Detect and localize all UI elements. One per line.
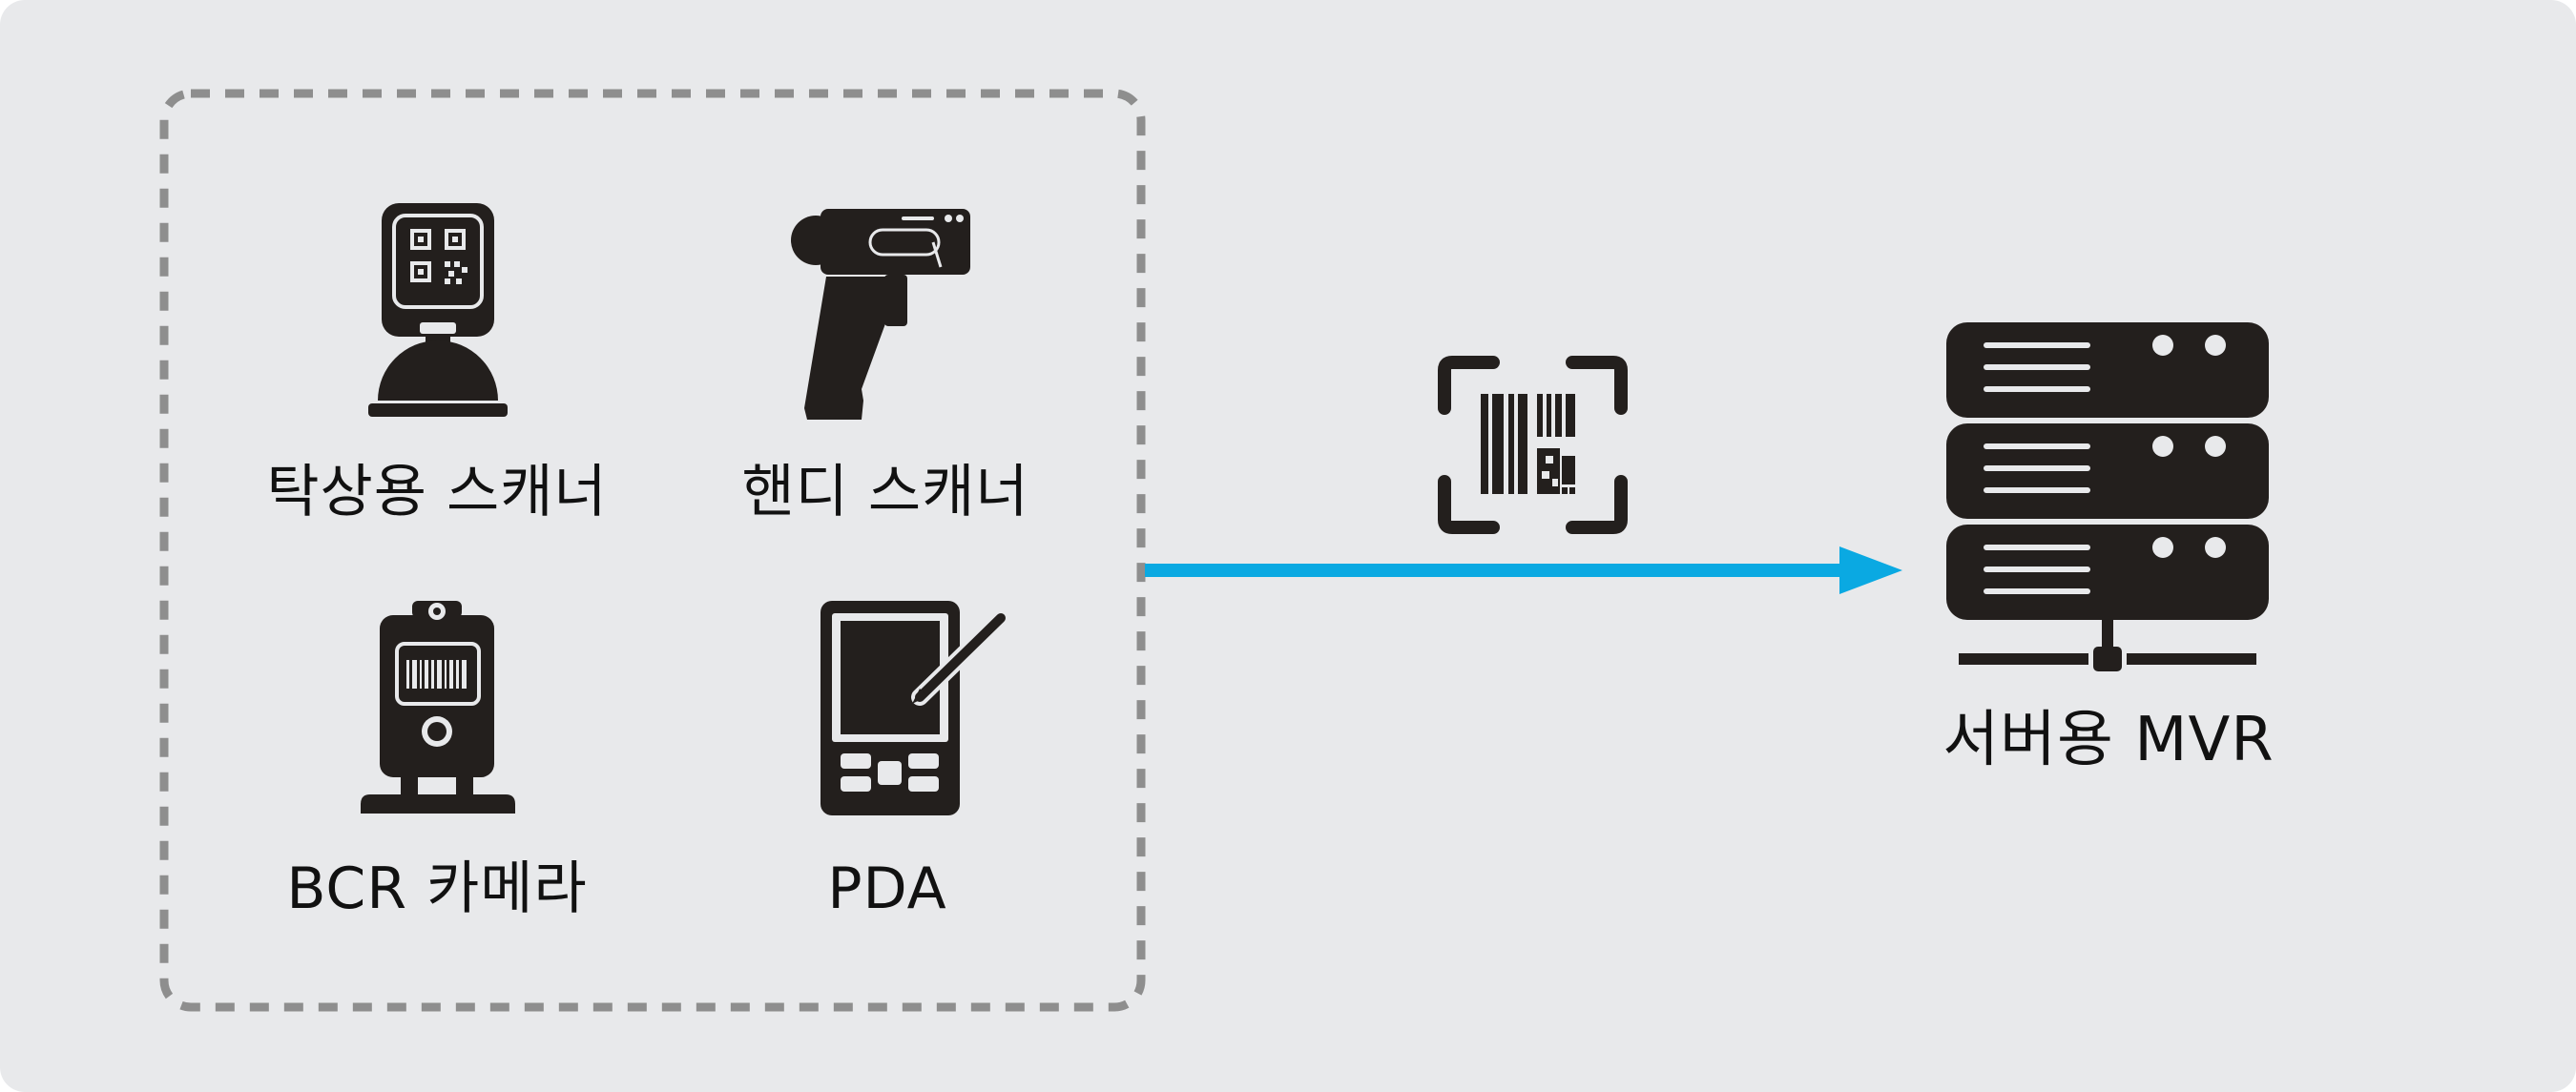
pda-label: PDA xyxy=(827,855,947,922)
data-flow-arrow xyxy=(1145,546,1902,594)
server-rack-icon xyxy=(1946,322,2269,671)
device-group-border xyxy=(159,89,1146,1012)
desk-qr-scanner-icon xyxy=(368,203,508,417)
pda-stylus-icon xyxy=(821,601,1009,815)
handheld-barcode-scanner-icon xyxy=(791,209,970,420)
server-mvr-label: 서버용 MVR xyxy=(1942,705,2275,775)
desk-scanner-label: 탁상용 스캐너 xyxy=(266,459,608,525)
barcode-reader-camera-icon xyxy=(361,601,515,814)
handheld-scanner-label: 핸디 스캐너 xyxy=(741,459,1029,525)
barcode-scan-frame-icon xyxy=(1438,356,1628,534)
bcr-camera-label: BCR 카메라 xyxy=(286,855,588,922)
